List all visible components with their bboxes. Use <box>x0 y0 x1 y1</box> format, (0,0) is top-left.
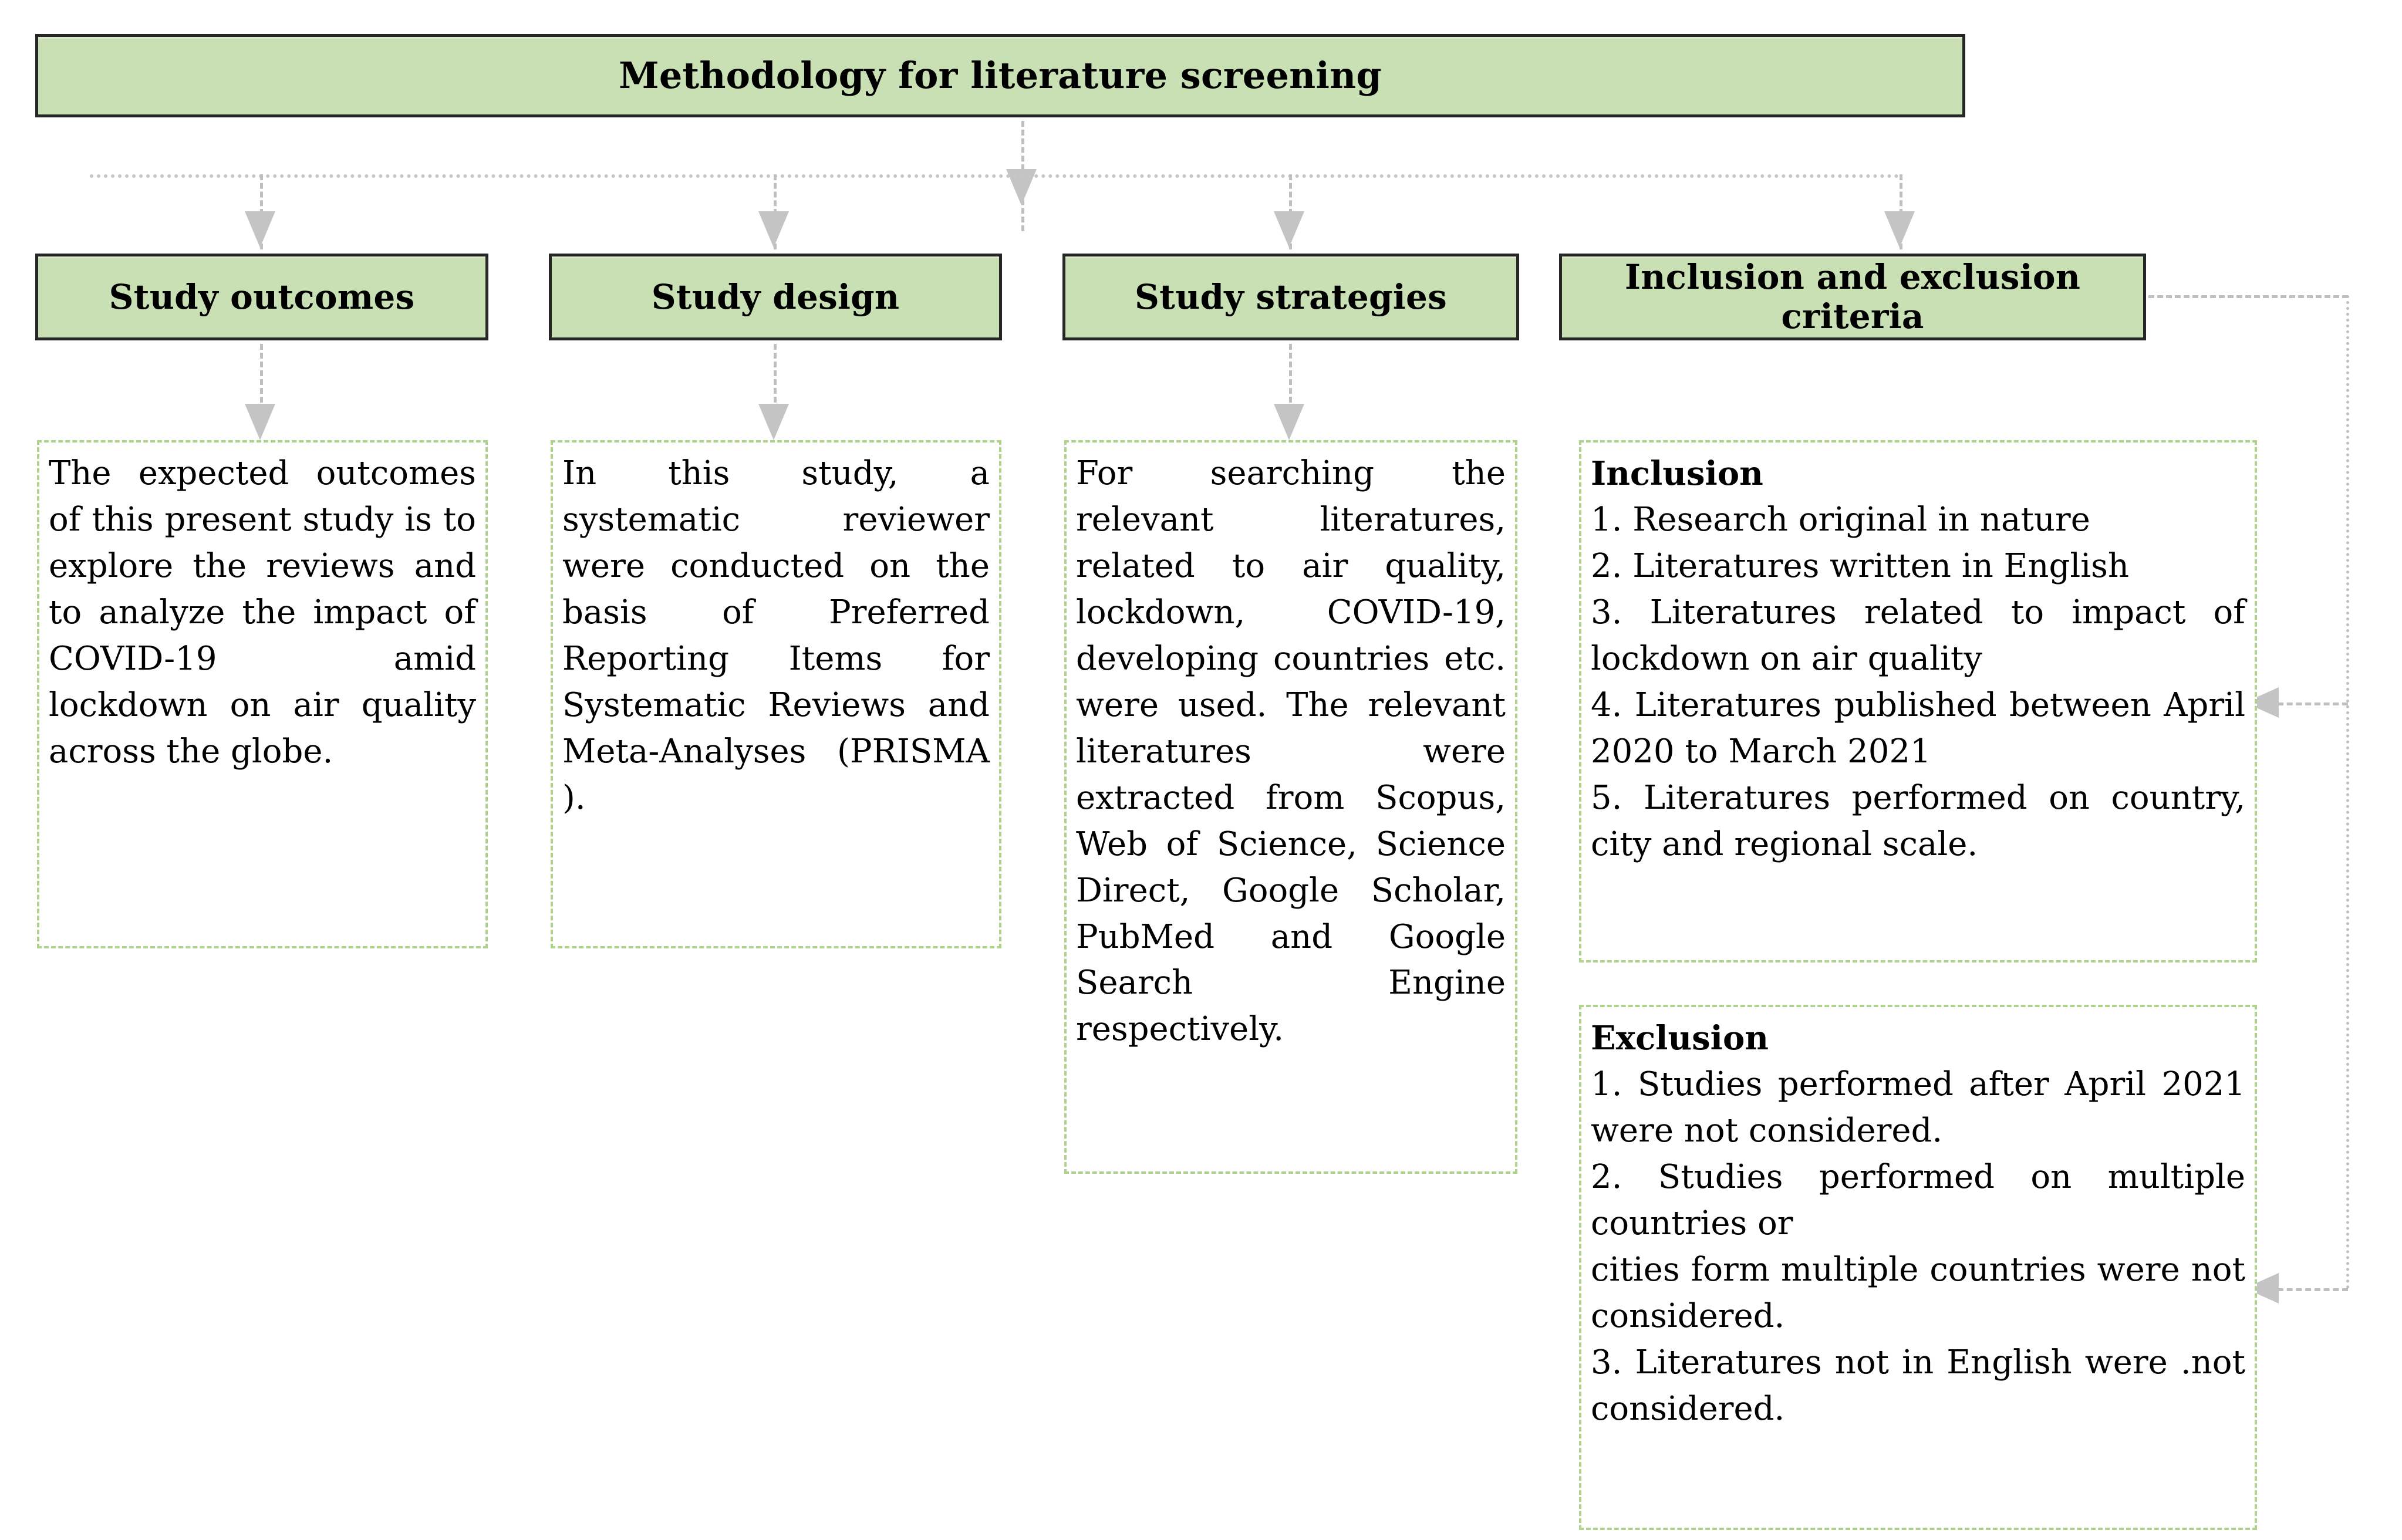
connector-study-outcomes-to-text <box>260 344 263 420</box>
connector-study-outcomes-to-text-arrowhead <box>245 404 275 440</box>
flowchart-title-label: Methodology for literature screening <box>619 54 1382 97</box>
content-text-study-design: In this study, a systematic reviewer wer… <box>562 454 990 817</box>
header-label-study-outcomes: Study outcomes <box>109 276 415 317</box>
header-box-study-design: Study design <box>549 254 1002 340</box>
content-text-study-outcomes: The expected outcomes of this present st… <box>49 454 476 771</box>
connector-study-strategies-to-text <box>1289 344 1292 420</box>
header-label-study-design: Study design <box>651 276 900 317</box>
exclusion-item-1: 1. Studies performed after April 2021 we… <box>1591 1065 2245 1150</box>
connector-study-design-to-text <box>774 344 777 420</box>
inclusion-item-3: 3. Literatures related to impact of lock… <box>1591 593 2245 678</box>
exclusion-item-2: 2. Studies performed on multiple countri… <box>1591 1157 2245 1242</box>
connector-drop-study-outcomes-arrowhead <box>245 211 275 248</box>
inclusion-item-1: 1. Research original in nature <box>1591 500 2090 539</box>
header-label-inclusion-exclusion-criteria: Inclusion and exclusion criteria <box>1624 257 2081 336</box>
connector-to-exclusion <box>2278 1288 2348 1291</box>
connector-drop-study-strategies-arrowhead <box>1274 211 1304 248</box>
connector-criteria-right-stub <box>2148 295 2348 298</box>
inclusion-item-2: 2. Literatures written in English <box>1591 546 2129 585</box>
content-box-study-outcomes: The expected outcomes of this present st… <box>37 440 488 948</box>
content-box-study-strategies: For searching the relevant literatures, … <box>1064 440 1517 1174</box>
inclusion-item-4: 4. Literatures published between April 2… <box>1591 685 2245 771</box>
connector-drop-study-design-arrowhead <box>758 211 789 248</box>
exclusion-item-3: 3. Literatures not in English were .not … <box>1591 1343 2245 1428</box>
connector-study-design-to-text-arrowhead <box>758 404 789 440</box>
content-box-inclusion: Inclusion 1. Research original in nature… <box>1579 440 2257 962</box>
inclusion-heading: Inclusion <box>1591 454 1763 493</box>
connector-to-inclusion <box>2278 703 2348 705</box>
content-text-study-strategies: For searching the relevant literatures, … <box>1076 454 1506 1049</box>
header-box-study-strategies: Study strategies <box>1062 254 1519 340</box>
header-box-study-outcomes: Study outcomes <box>35 254 488 340</box>
connector-criteria-right-spine <box>2346 295 2349 1289</box>
connector-study-strategies-to-text-arrowhead <box>1274 404 1304 440</box>
exclusion-heading: Exclusion <box>1591 1019 1769 1058</box>
flowchart-title-box: Methodology for literature screening <box>35 34 1965 117</box>
connector-drop-criteria-arrowhead <box>1884 211 1915 248</box>
header-box-inclusion-exclusion-criteria: Inclusion and exclusion criteria <box>1559 254 2146 340</box>
content-box-exclusion: Exclusion 1. Studies performed after Apr… <box>1579 1005 2257 1530</box>
header-label-study-strategies: Study strategies <box>1135 276 1447 317</box>
exclusion-item-2-cont: cities form multiple countries were not … <box>1591 1250 2245 1335</box>
inclusion-item-5: 5. Literatures performed on country, cit… <box>1591 778 2245 863</box>
connector-horizontal-bus <box>90 174 1900 178</box>
content-box-study-design: In this study, a systematic reviewer wer… <box>551 440 1001 948</box>
